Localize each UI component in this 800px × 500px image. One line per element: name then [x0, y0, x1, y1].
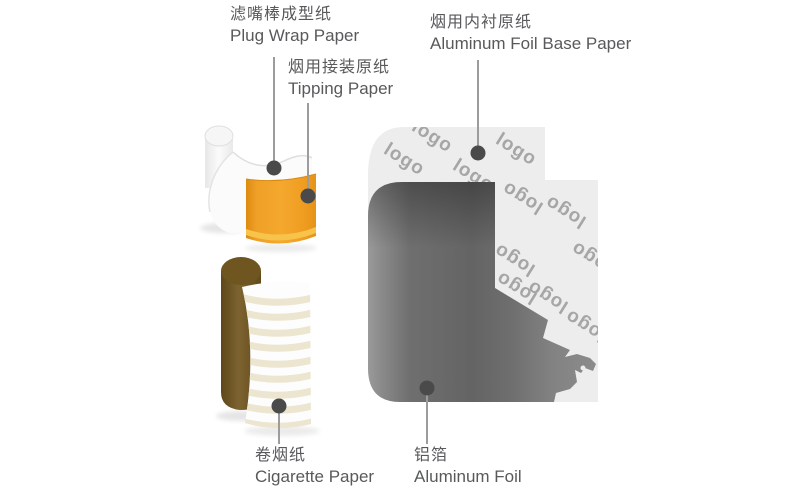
label-cigarette-paper-en: Cigarette Paper	[255, 466, 375, 486]
cigarette-leader-dot	[271, 398, 287, 414]
tipping-top-edge	[245, 173, 317, 182]
aluminum-foil-top-shade	[368, 182, 596, 402]
tipping-stripe	[246, 227, 316, 241]
plug-wrap-sheet-top-edge	[232, 151, 313, 167]
cigarette-paper-roll	[216, 257, 320, 436]
foil-base-leader-dot	[470, 145, 486, 161]
cigarette-sheet-shadow	[244, 426, 320, 436]
label-tipping-paper: 烟用接装原纸 Tipping Paper	[288, 59, 393, 98]
label-plug-wrap-paper: 滤嘴棒成型纸 Plug Wrap Paper	[230, 6, 359, 45]
label-plug-wrap-paper-en: Plug Wrap Paper	[230, 25, 360, 45]
cigarette-core-top	[221, 257, 261, 285]
foil-curl-hole	[580, 365, 586, 371]
tipping-sheet	[246, 174, 316, 244]
aluminum-foil-base-paper-roll: logo logo logo logo logo logo logo logo …	[368, 127, 598, 402]
label-cigarette-paper-zh: 卷烟纸	[255, 447, 307, 464]
plug-wrap-sheet-left-edge	[208, 151, 234, 213]
label-aluminum-foil-base-paper-en: Aluminum Foil Base Paper	[430, 33, 632, 53]
foil-leader-dot	[419, 380, 435, 396]
label-aluminum-foil: 铝箔 Aluminum Foil	[414, 447, 522, 486]
label-tipping-paper-zh: 烟用接装原纸	[288, 59, 391, 76]
label-aluminum-foil-en: Aluminum Foil	[414, 466, 522, 486]
label-tipping-paper-en: Tipping Paper	[288, 78, 394, 98]
tipping-leader-dot	[300, 188, 316, 204]
plug-wrap-core-top	[204, 125, 234, 147]
label-aluminum-foil-zh: 铝箔	[414, 447, 449, 464]
leader-dots	[266, 145, 486, 414]
leader-lines	[273, 57, 479, 444]
label-aluminum-foil-base-paper-zh: 烟用内衬原纸	[430, 14, 533, 31]
plug-wrap-leader-dot	[266, 160, 282, 176]
label-plug-wrap-paper-zh: 滤嘴棒成型纸	[230, 6, 333, 23]
tipping-shadow	[245, 244, 317, 252]
label-cigarette-paper: 卷烟纸 Cigarette Paper	[255, 447, 374, 486]
tipping-paper-roll	[245, 173, 317, 252]
label-aluminum-foil-base-paper: 烟用内衬原纸 Aluminum Foil Base Paper	[430, 14, 631, 53]
